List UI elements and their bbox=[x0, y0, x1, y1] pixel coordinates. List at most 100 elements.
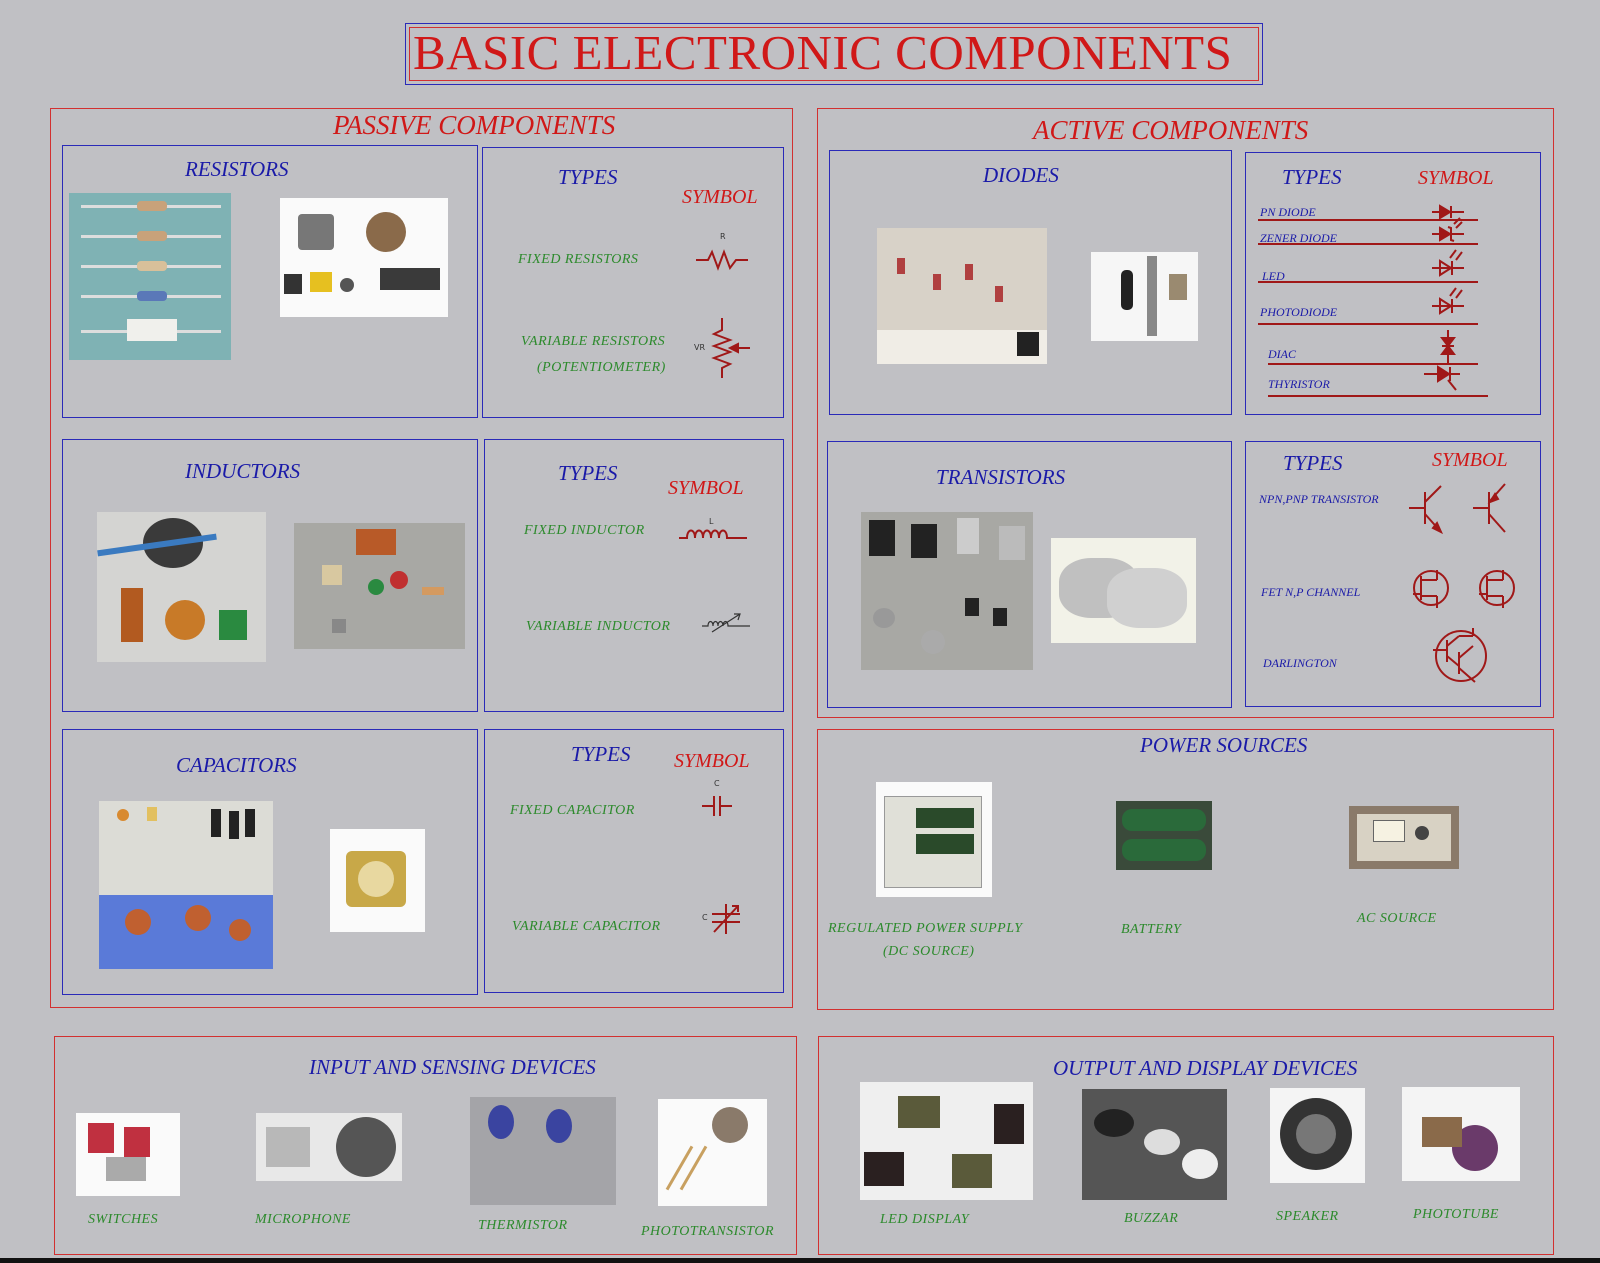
input-section bbox=[54, 1036, 797, 1255]
transistors-photo bbox=[861, 512, 1033, 670]
variable-inductor-symbol bbox=[702, 613, 750, 633]
phototransistor-label: PHOTOTRANSISTOR bbox=[641, 1224, 775, 1239]
output-heading: OUTPUT AND DISPLAY DEVICES bbox=[1053, 1056, 1358, 1080]
capacitor-types-label: TYPES bbox=[571, 742, 631, 766]
led-display-photo bbox=[860, 1082, 1033, 1200]
buzzer-photo bbox=[1082, 1089, 1227, 1200]
transistor-symbol-label: SYMBOL bbox=[1432, 449, 1508, 471]
title-frame bbox=[405, 23, 1263, 85]
fixed-inductor-label: FIXED INDUCTOR bbox=[524, 523, 645, 538]
input-heading: INPUT AND SENSING DEVICES bbox=[309, 1055, 596, 1079]
inductor-symbol-label: SYMBOL bbox=[668, 477, 744, 499]
microphone-label: MICROPHONE bbox=[255, 1212, 351, 1227]
thyristor-label: THYRISTOR bbox=[1268, 377, 1330, 391]
diode-types-panel bbox=[1245, 152, 1541, 415]
variable-capacitor-photo bbox=[330, 829, 425, 932]
passive-heading: PASSIVE COMPONENTS bbox=[333, 110, 616, 140]
fixed-inductor-symbol: L bbox=[679, 517, 747, 539]
switches-label: SWITCHES bbox=[88, 1212, 159, 1227]
thermistor-photo bbox=[470, 1097, 616, 1205]
title-inner-frame bbox=[409, 27, 1259, 81]
variable-resistor-symbol: VR bbox=[694, 318, 750, 378]
regulated-power-supply-photo bbox=[876, 782, 992, 897]
power-transistors-photo bbox=[1051, 538, 1196, 643]
power-diodes-photo bbox=[1091, 252, 1198, 341]
svg-text:C: C bbox=[714, 779, 720, 788]
variable-capacitor-symbol: C bbox=[702, 904, 740, 934]
resistors-photo bbox=[69, 193, 231, 360]
buzzar-label: BUZZAR bbox=[1124, 1211, 1179, 1226]
diode-types-label: TYPES bbox=[1282, 165, 1342, 189]
battery-photo bbox=[1116, 801, 1212, 870]
microphone-photo bbox=[256, 1113, 402, 1181]
capacitors-heading: CAPACITORS bbox=[176, 753, 297, 777]
svg-text:VR: VR bbox=[694, 343, 705, 352]
power-section bbox=[817, 729, 1554, 1010]
inductor-assortment-photo bbox=[294, 523, 465, 649]
thermistor-label: THERMISTOR bbox=[478, 1218, 568, 1233]
variable-capacitor-label: VARIABLE CAPACITOR bbox=[512, 919, 661, 934]
passive-section bbox=[50, 108, 793, 1008]
svg-text:R: R bbox=[720, 232, 726, 241]
resistors-heading: RESISTORS bbox=[185, 157, 289, 181]
transistor-types-label: TYPES bbox=[1283, 451, 1343, 475]
transistors-heading: TRANSISTORS bbox=[936, 465, 1066, 489]
output-section bbox=[818, 1036, 1554, 1255]
pn-diode-label: PN DIODE bbox=[1260, 205, 1316, 219]
ac-source-label: AC SOURCE bbox=[1357, 911, 1437, 926]
phototube-photo bbox=[1402, 1087, 1520, 1181]
speaker-photo bbox=[1270, 1088, 1365, 1183]
speaker-label: SPEAKER bbox=[1276, 1209, 1339, 1224]
potentiometer-photo bbox=[280, 198, 448, 317]
switches-photo bbox=[76, 1113, 180, 1196]
svg-text:C: C bbox=[702, 913, 708, 922]
inductors-heading: INDUCTORS bbox=[185, 459, 301, 483]
diac-label: DIAC bbox=[1268, 347, 1296, 361]
photodiode-label: PHOTODIODE bbox=[1260, 305, 1338, 319]
darlington-label: DARLINGTON bbox=[1263, 656, 1337, 670]
potentiometer-label: (POTENTIOMETER) bbox=[537, 360, 666, 375]
fet-label: FET N,P CHANNEL bbox=[1261, 585, 1361, 599]
resistor-symbol-label: SYMBOL bbox=[682, 186, 758, 208]
inductors-panel bbox=[62, 439, 478, 712]
diode-symbol-label: SYMBOL bbox=[1418, 167, 1494, 189]
fixed-capacitor-label: FIXED CAPACITOR bbox=[510, 803, 635, 818]
page-title: BASIC ELECTRONIC COMPONENTS bbox=[413, 25, 1233, 80]
npn-pnp-label: NPN,PNP TRANSISTOR bbox=[1259, 492, 1379, 506]
variable-resistor-label: VARIABLE RESISTORS bbox=[521, 334, 666, 349]
active-heading: ACTIVE COMPONENTS bbox=[1033, 115, 1309, 145]
capacitor-types-panel bbox=[484, 729, 784, 993]
led-label: LED bbox=[1262, 269, 1285, 283]
active-section bbox=[817, 108, 1554, 718]
transistor-symbols bbox=[1409, 483, 1515, 683]
phototransistor-photo bbox=[658, 1099, 767, 1206]
diode-symbols bbox=[1258, 204, 1488, 397]
variable-inductor-label: VARIABLE INDUCTOR bbox=[526, 619, 671, 634]
capacitors-panel bbox=[62, 729, 478, 995]
fixed-resistor-label: FIXED RESISTORS bbox=[518, 252, 639, 267]
dc-source-label: (DC SOURCE) bbox=[883, 944, 975, 959]
battery-label: BATTERY bbox=[1121, 922, 1182, 937]
fixed-resistor-symbol: R bbox=[696, 232, 748, 271]
phototube-label: PHOTOTUBE bbox=[1413, 1207, 1499, 1222]
capacitors-photo bbox=[99, 801, 273, 969]
resistor-types-panel bbox=[482, 147, 784, 418]
svg-text:L: L bbox=[709, 517, 714, 526]
diodes-photo bbox=[877, 228, 1047, 364]
resistor-types-label: TYPES bbox=[558, 165, 618, 189]
inductor-toroid-photo bbox=[97, 512, 266, 662]
capacitor-symbol-label: SYMBOL bbox=[674, 750, 750, 772]
ac-source-photo bbox=[1349, 806, 1459, 869]
regulated-power-supply-label: REGULATED POWER SUPPLY bbox=[828, 921, 1023, 936]
transistors-panel bbox=[827, 441, 1232, 708]
inductor-types-label: TYPES bbox=[558, 461, 618, 485]
transistor-types-panel bbox=[1245, 441, 1541, 707]
zener-diode-label: ZENER DIODE bbox=[1260, 231, 1337, 245]
led-display-label: LED DISPLAY bbox=[880, 1212, 970, 1227]
diodes-heading: DIODES bbox=[983, 163, 1059, 187]
inductor-types-panel bbox=[484, 439, 784, 712]
power-heading: POWER SOURCES bbox=[1140, 733, 1308, 757]
bottom-border bbox=[0, 1258, 1600, 1263]
diodes-panel bbox=[829, 150, 1232, 415]
fixed-capacitor-symbol: C bbox=[702, 779, 732, 816]
